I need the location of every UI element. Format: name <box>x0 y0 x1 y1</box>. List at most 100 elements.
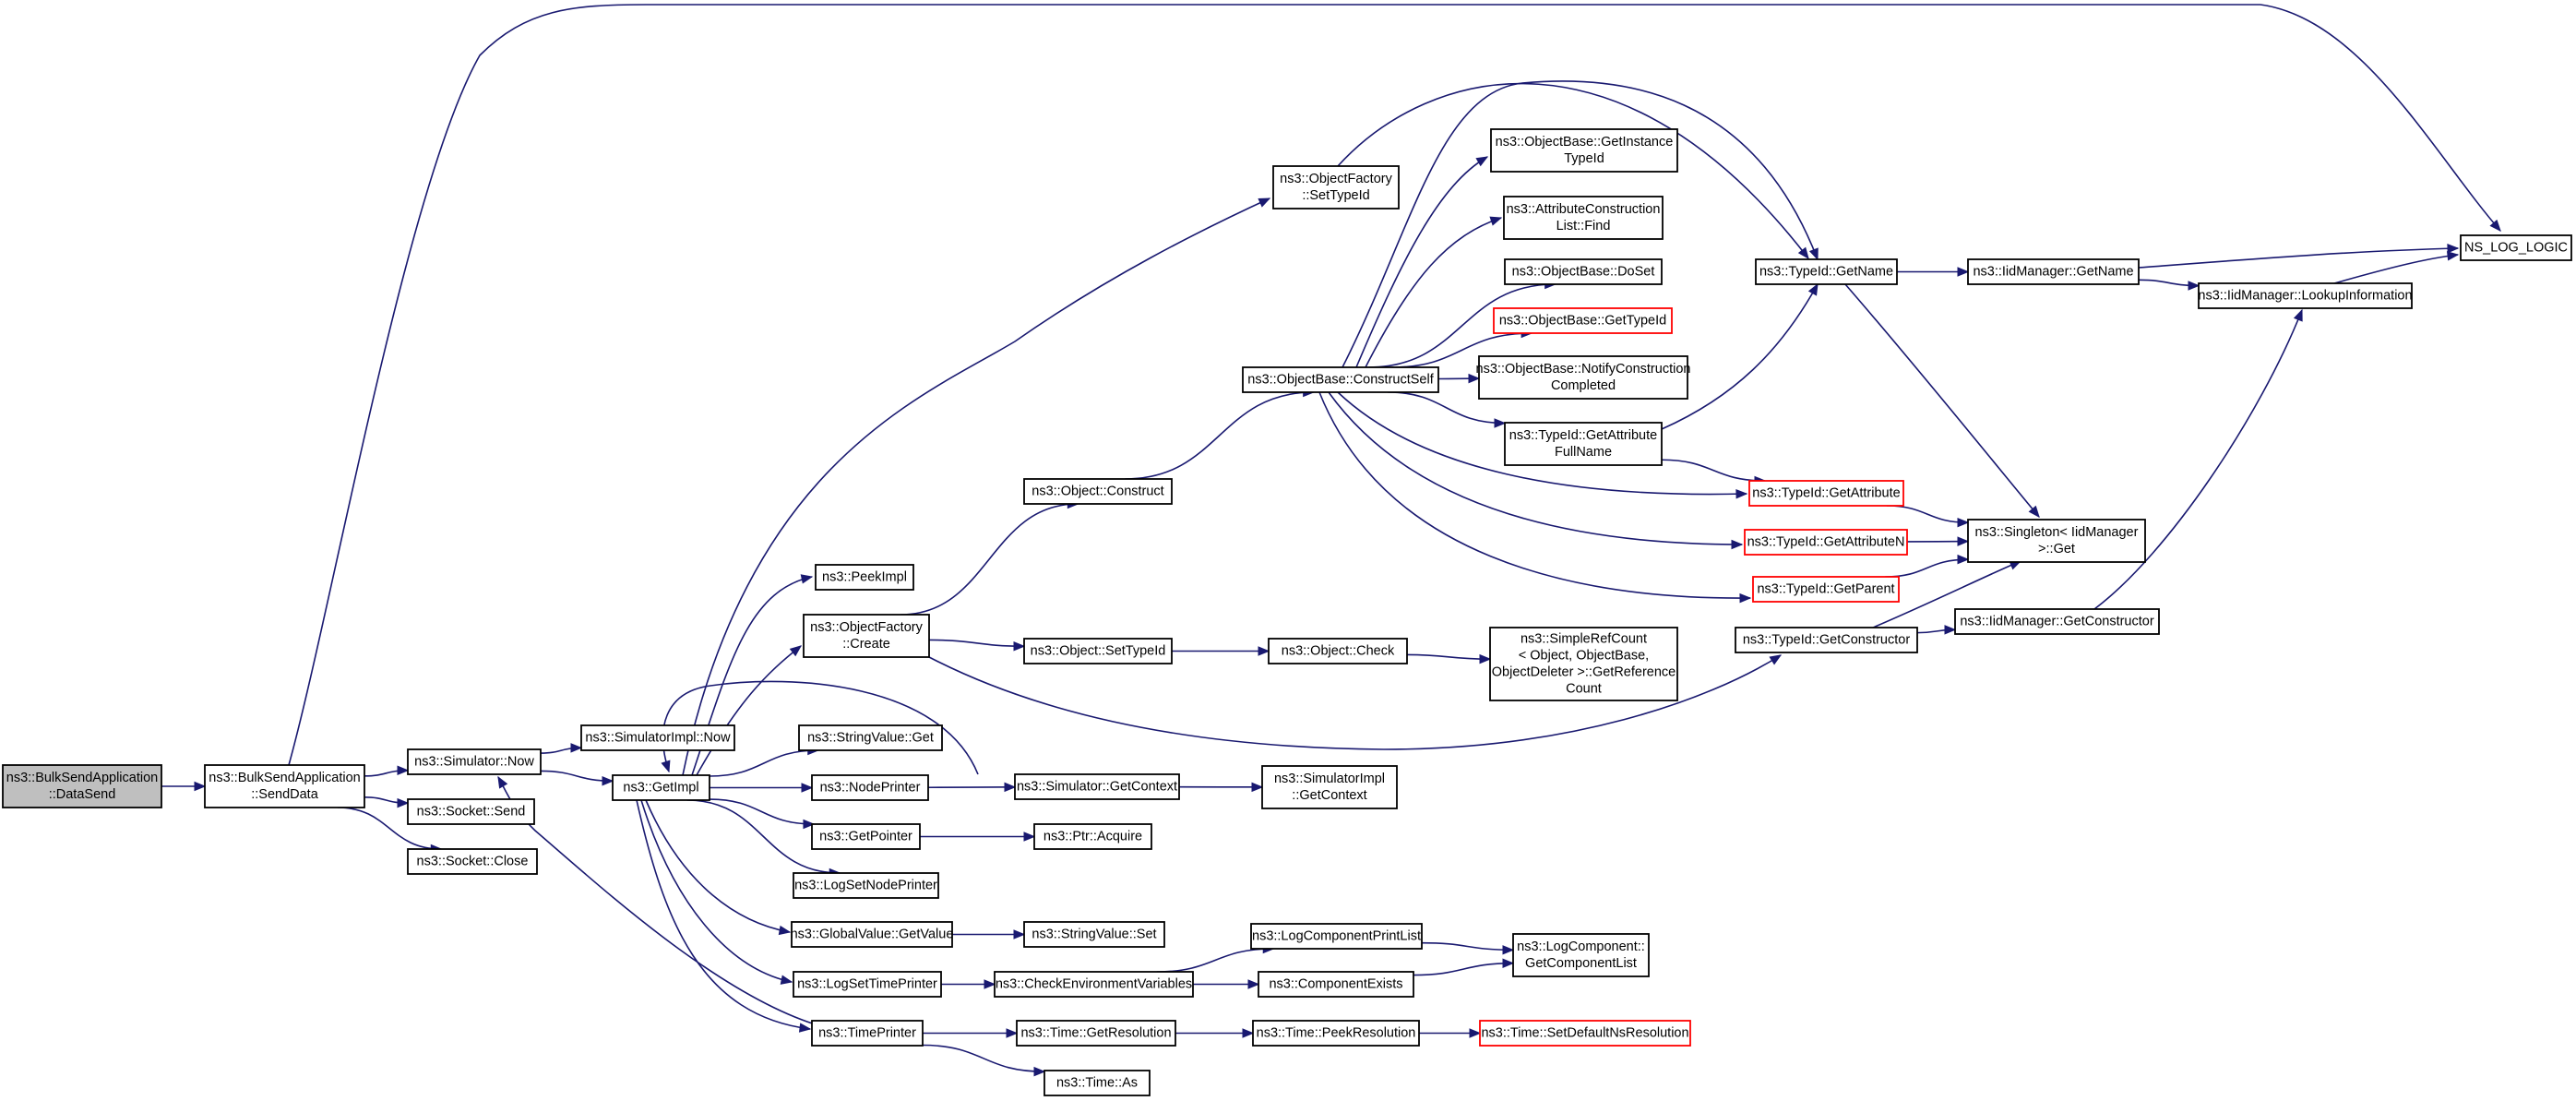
node-iidmanager-getname[interactable]: ns3::IidManager::GetName <box>1967 258 2140 285</box>
node-iidmanager-lookupinformation[interactable]: ns3::IidManager::LookupInformation <box>2198 282 2413 309</box>
node-objectbase-doset-box[interactable] <box>1504 258 1663 285</box>
node-singleton-iidmanager-get[interactable]: ns3::Singleton< IidManager>::Get <box>1967 519 2146 563</box>
node-logcomponent-getcomponentlist-box[interactable] <box>1512 933 1650 977</box>
node-nodeprinter[interactable]: ns3::NodePrinter <box>811 774 929 801</box>
node-ns-log-logic-box[interactable] <box>2460 234 2572 261</box>
node-iidmanager-getname-box[interactable] <box>1967 258 2140 285</box>
node-socket-close-box[interactable] <box>407 848 538 875</box>
node-typeid-getconstructor[interactable]: ns3::TypeId::GetConstructor <box>1735 627 1918 653</box>
node-simulatorimpl-now-box[interactable] <box>580 724 735 751</box>
node-getpointer[interactable]: ns3::GetPointer <box>811 823 921 850</box>
node-objectfactory-create[interactable]: ns3::ObjectFactory::Create <box>803 614 930 658</box>
node-typeid-getattributen[interactable]: ns3::TypeId::GetAttributeN <box>1744 529 1908 556</box>
node-socket-send[interactable]: ns3::Socket::Send <box>407 798 535 825</box>
node-nodeprinter-box[interactable] <box>811 774 929 801</box>
node-object-construct[interactable]: ns3::Object::Construct <box>1023 478 1173 505</box>
node-bulksend-datasend[interactable]: ns3::BulkSendApplication::DataSend <box>2 764 162 808</box>
node-componentexists-box[interactable] <box>1258 971 1414 998</box>
node-object-settypeid[interactable]: ns3::Object::SetTypeId <box>1023 638 1173 664</box>
node-getimpl[interactable]: ns3::GetImpl <box>612 774 710 801</box>
node-simulator-now[interactable]: ns3::Simulator::Now <box>407 748 542 775</box>
node-time-as-box[interactable] <box>1044 1070 1151 1096</box>
node-simulator-getcontext[interactable]: ns3::Simulator::GetContext <box>1014 773 1180 800</box>
node-typeid-getattribute[interactable]: ns3::TypeId::GetAttribute <box>1748 480 1904 507</box>
node-checkenvironmentvariables-box[interactable] <box>994 971 1194 998</box>
node-getimpl-box[interactable] <box>612 774 710 801</box>
node-logsettimeprinter[interactable]: ns3::LogSetTimePrinter <box>793 971 942 998</box>
node-simulator-getcontext-box[interactable] <box>1014 773 1180 800</box>
node-simulatorimpl-getcontext[interactable]: ns3::SimulatorImpl::GetContext <box>1261 765 1398 809</box>
node-iidmanager-getconstructor[interactable]: ns3::IidManager::GetConstructor <box>1954 608 2160 635</box>
node-objectbase-constructself-box[interactable] <box>1242 366 1439 393</box>
node-objectbase-gettypeid[interactable]: ns3::ObjectBase::GetTypeId <box>1493 307 1673 334</box>
node-typeid-getconstructor-box[interactable] <box>1735 627 1918 653</box>
node-objectfactory-create-box[interactable] <box>803 614 930 658</box>
node-typeid-getattribute-box[interactable] <box>1748 480 1904 507</box>
node-object-check[interactable]: ns3::Object::Check <box>1268 638 1408 664</box>
node-simplerefcount-getreferencecount-box[interactable] <box>1489 627 1678 701</box>
node-bulksend-senddata[interactable]: ns3::BulkSendApplication::SendData <box>204 764 365 808</box>
node-objectfactory-settypeid[interactable]: ns3::ObjectFactory::SetTypeId <box>1272 165 1400 209</box>
node-stringvalue-set-box[interactable] <box>1023 921 1165 948</box>
node-logcomponentprintlist-box[interactable] <box>1250 923 1423 950</box>
node-objectbase-notifyconstructioncompleted[interactable]: ns3::ObjectBase::NotifyConstructionCompl… <box>1476 355 1691 400</box>
node-peekimpl-box[interactable] <box>815 564 914 591</box>
node-simulatorimpl-getcontext-box[interactable] <box>1261 765 1398 809</box>
node-simulatorimpl-now[interactable]: ns3::SimulatorImpl::Now <box>580 724 735 751</box>
node-attributeconstructionlist-find-box[interactable] <box>1503 196 1664 240</box>
node-typeid-getname-box[interactable] <box>1755 258 1898 285</box>
node-iidmanager-getconstructor-box[interactable] <box>1954 608 2160 635</box>
node-ptr-acquire-box[interactable] <box>1033 823 1152 850</box>
node-logcomponentprintlist[interactable]: ns3::LogComponentPrintList <box>1250 923 1423 950</box>
node-socket-close[interactable]: ns3::Socket::Close <box>407 848 538 875</box>
node-logcomponent-getcomponentlist[interactable]: ns3::LogComponent::GetComponentList <box>1512 933 1650 977</box>
node-timeprinter-box[interactable] <box>811 1020 924 1047</box>
node-getpointer-box[interactable] <box>811 823 921 850</box>
node-logsettimeprinter-box[interactable] <box>793 971 942 998</box>
node-objectbase-notifyconstructioncompleted-box[interactable] <box>1478 355 1688 400</box>
node-globalvalue-getvalue[interactable]: ns3::GlobalValue::GetValue <box>791 921 954 948</box>
node-socket-send-box[interactable] <box>407 798 535 825</box>
node-ns-log-logic[interactable]: NS_LOG_LOGIC <box>2460 234 2572 261</box>
node-objectbase-getinstancetypeid-box[interactable] <box>1490 128 1678 173</box>
node-logsetnodeprinter[interactable]: ns3::LogSetNodePrinter <box>793 872 939 899</box>
node-time-getresolution-box[interactable] <box>1016 1020 1176 1047</box>
node-bulksend-datasend-box[interactable] <box>2 764 162 808</box>
node-componentexists[interactable]: ns3::ComponentExists <box>1258 971 1414 998</box>
node-iidmanager-lookupinformation-box[interactable] <box>2198 282 2413 309</box>
node-objectfactory-settypeid-box[interactable] <box>1272 165 1400 209</box>
node-simulator-now-box[interactable] <box>407 748 542 775</box>
node-bulksend-senddata-box[interactable] <box>204 764 365 808</box>
node-typeid-getparent-box[interactable] <box>1752 576 1900 603</box>
node-globalvalue-getvalue-box[interactable] <box>791 921 953 948</box>
node-time-setdefaultnsresolution[interactable]: ns3::Time::SetDefaultNsResolution <box>1479 1020 1691 1047</box>
node-objectbase-gettypeid-box[interactable] <box>1493 307 1673 334</box>
node-typeid-getparent[interactable]: ns3::TypeId::GetParent <box>1752 576 1900 603</box>
node-object-construct-box[interactable] <box>1023 478 1173 505</box>
node-simplerefcount-getreferencecount[interactable]: ns3::SimpleRefCount< Object, ObjectBase,… <box>1489 627 1678 701</box>
node-peekimpl[interactable]: ns3::PeekImpl <box>815 564 914 591</box>
node-time-setdefaultnsresolution-box[interactable] <box>1479 1020 1691 1047</box>
node-object-settypeid-box[interactable] <box>1023 638 1173 664</box>
node-time-peekresolution[interactable]: ns3::Time::PeekResolution <box>1252 1020 1420 1047</box>
node-objectbase-constructself[interactable]: ns3::ObjectBase::ConstructSelf <box>1242 366 1439 393</box>
node-stringvalue-get[interactable]: ns3::StringValue::Get <box>798 724 943 751</box>
node-stringvalue-get-box[interactable] <box>798 724 943 751</box>
node-stringvalue-set[interactable]: ns3::StringValue::Set <box>1023 921 1165 948</box>
node-checkenvironmentvariables[interactable]: ns3::CheckEnvironmentVariables <box>994 971 1194 998</box>
node-object-check-box[interactable] <box>1268 638 1408 664</box>
node-time-getresolution[interactable]: ns3::Time::GetResolution <box>1016 1020 1176 1047</box>
node-time-as[interactable]: ns3::Time::As <box>1044 1070 1151 1096</box>
node-singleton-iidmanager-get-box[interactable] <box>1967 519 2146 563</box>
node-typeid-getname[interactable]: ns3::TypeId::GetName <box>1755 258 1898 285</box>
node-typeid-getattributefullname-box[interactable] <box>1504 422 1663 466</box>
node-time-peekresolution-box[interactable] <box>1252 1020 1420 1047</box>
node-logsetnodeprinter-box[interactable] <box>793 872 939 899</box>
node-ptr-acquire[interactable]: ns3::Ptr::Acquire <box>1033 823 1152 850</box>
node-objectbase-doset[interactable]: ns3::ObjectBase::DoSet <box>1504 258 1663 285</box>
node-timeprinter[interactable]: ns3::TimePrinter <box>811 1020 924 1047</box>
node-typeid-getattributen-box[interactable] <box>1744 529 1908 556</box>
